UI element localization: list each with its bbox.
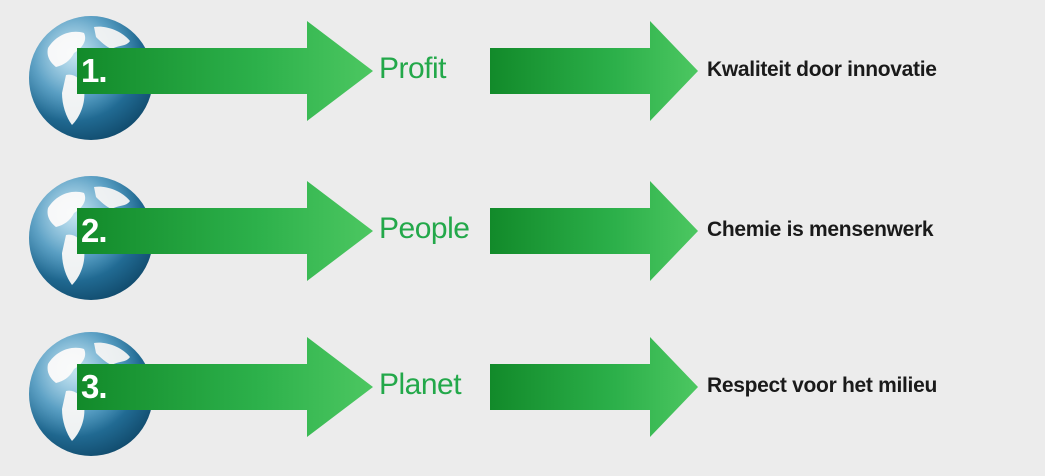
- right-arrow-icon: [77, 337, 373, 437]
- row-number: 2.: [81, 212, 108, 249]
- row-statement: Chemie is mensenwerk: [707, 218, 934, 241]
- row-2: 2. People Chemie is mensenwerk: [0, 160, 1045, 320]
- row-label: Planet: [379, 368, 462, 401]
- right-arrow-icon: [490, 21, 698, 121]
- row-number: 3.: [81, 368, 108, 405]
- right-arrow-icon: [77, 181, 373, 281]
- row-label: Profit: [379, 52, 447, 85]
- row-1: 1. Profit Kwaliteit door innovatie: [0, 0, 1045, 160]
- right-arrow-icon: [77, 21, 373, 121]
- row-3: 3. Planet Respect voor het milieu: [0, 316, 1045, 476]
- row-statement: Respect voor het milieu: [707, 374, 937, 397]
- row-label: People: [379, 212, 470, 245]
- row-number: 1.: [81, 52, 108, 89]
- row-statement: Kwaliteit door innovatie: [707, 58, 937, 81]
- right-arrow-icon: [490, 181, 698, 281]
- right-arrow-icon: [490, 337, 698, 437]
